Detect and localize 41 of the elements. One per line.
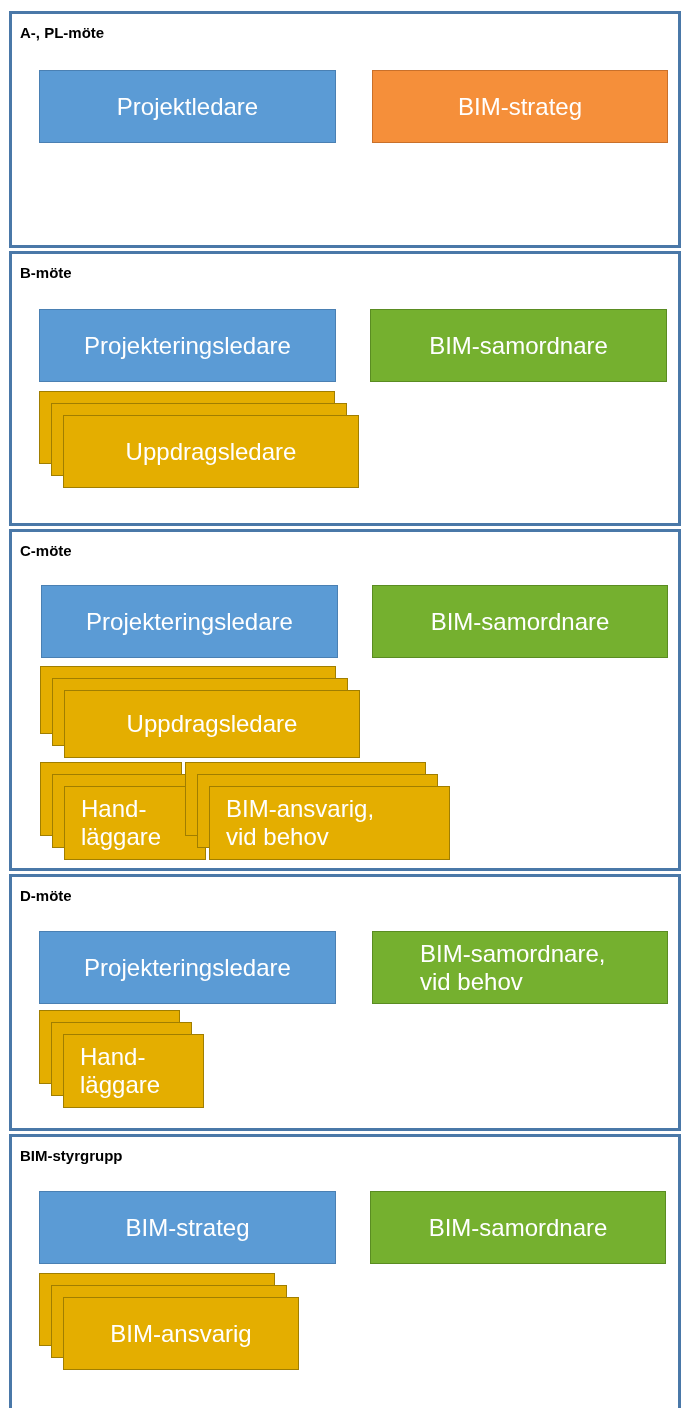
stacked-role-box [39,391,359,488]
role-label: Uppdragsledare [125,437,297,466]
role-label: Projekteringsledare [84,953,291,982]
meeting-panel [9,529,681,871]
role-label: BIM-samordnare [430,607,610,636]
role-box [39,309,336,382]
role-box [372,70,668,143]
role-box [39,931,336,1004]
stacked-role-box [40,666,360,758]
role-label: Projekteringsledare [86,607,293,636]
panel-heading: C-möte [20,542,72,559]
meeting-panel [9,11,681,248]
stacked-role-box [185,762,450,860]
role-box [39,1191,336,1264]
role-box [41,585,338,658]
panel-heading: D-möte [20,887,72,904]
role-box [370,309,667,382]
role-label: Projektledare [116,92,259,121]
role-label: BIM-samordnare [429,331,608,360]
role-box [372,931,668,1004]
role-label: BIM-ansvarig, vid behov [225,795,376,851]
role-label: BIM-strateg [125,1213,250,1242]
stacked-role-box [39,1010,204,1108]
panel-heading: B-möte [20,264,72,281]
role-label: BIM-samordnare, vid behov [420,939,607,996]
role-label: Projekteringsledare [84,331,291,360]
role-label: Uppdragsledare [126,710,298,738]
role-label: Hand- läggare [80,795,163,851]
role-label: BIM-strateg [458,92,582,121]
role-label: BIM-samordnare [428,1213,608,1242]
role-box [370,1191,666,1264]
meeting-panel [9,1134,681,1408]
role-label: BIM-ansvarig [110,1319,252,1348]
panel-heading: A-, PL-möte [20,24,105,41]
stacked-role-box [39,1273,299,1370]
panel-heading: BIM-styrgrupp [20,1147,123,1164]
meeting-panel [9,251,681,526]
role-label: Hand- läggare [79,1043,162,1099]
meeting-panel [9,874,681,1131]
role-box [39,70,336,143]
role-box [372,585,668,658]
